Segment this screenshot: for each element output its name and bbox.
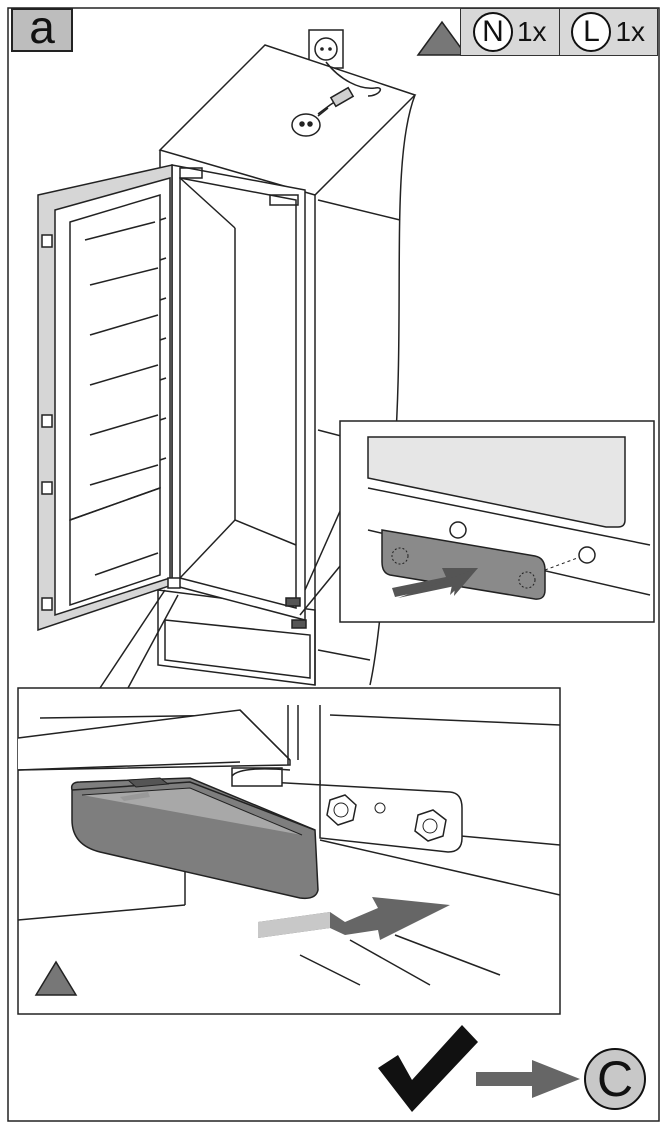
part-quantity-l: 1x: [615, 16, 646, 47]
part-item-l: L 1x: [560, 9, 658, 55]
next-step-label: C: [584, 1048, 646, 1110]
warning-triangle-icon: [416, 20, 468, 56]
part-letter-l: L: [571, 12, 612, 52]
detail-box-lower: [17, 687, 561, 1015]
screw-icon: [414, 809, 447, 842]
screw-icon: [326, 794, 386, 826]
plug-icon: [291, 61, 382, 137]
step-label: a: [11, 4, 73, 52]
part-item-n: N 1x: [461, 9, 560, 55]
checkmark-icon: [378, 1025, 478, 1112]
arrow-right-icon: [476, 1060, 580, 1098]
warning-triangle-icon: [34, 960, 78, 996]
appliance-body: [171, 164, 307, 629]
parts-list: N 1x L 1x: [460, 8, 658, 56]
outer-frame: [7, 7, 660, 1122]
callout-lines: [99, 499, 346, 689]
detail-box-upper: [339, 420, 655, 623]
appliance-door: [37, 164, 181, 632]
part-letter-n: N: [472, 12, 513, 52]
part-quantity-n: 1x: [516, 16, 547, 47]
